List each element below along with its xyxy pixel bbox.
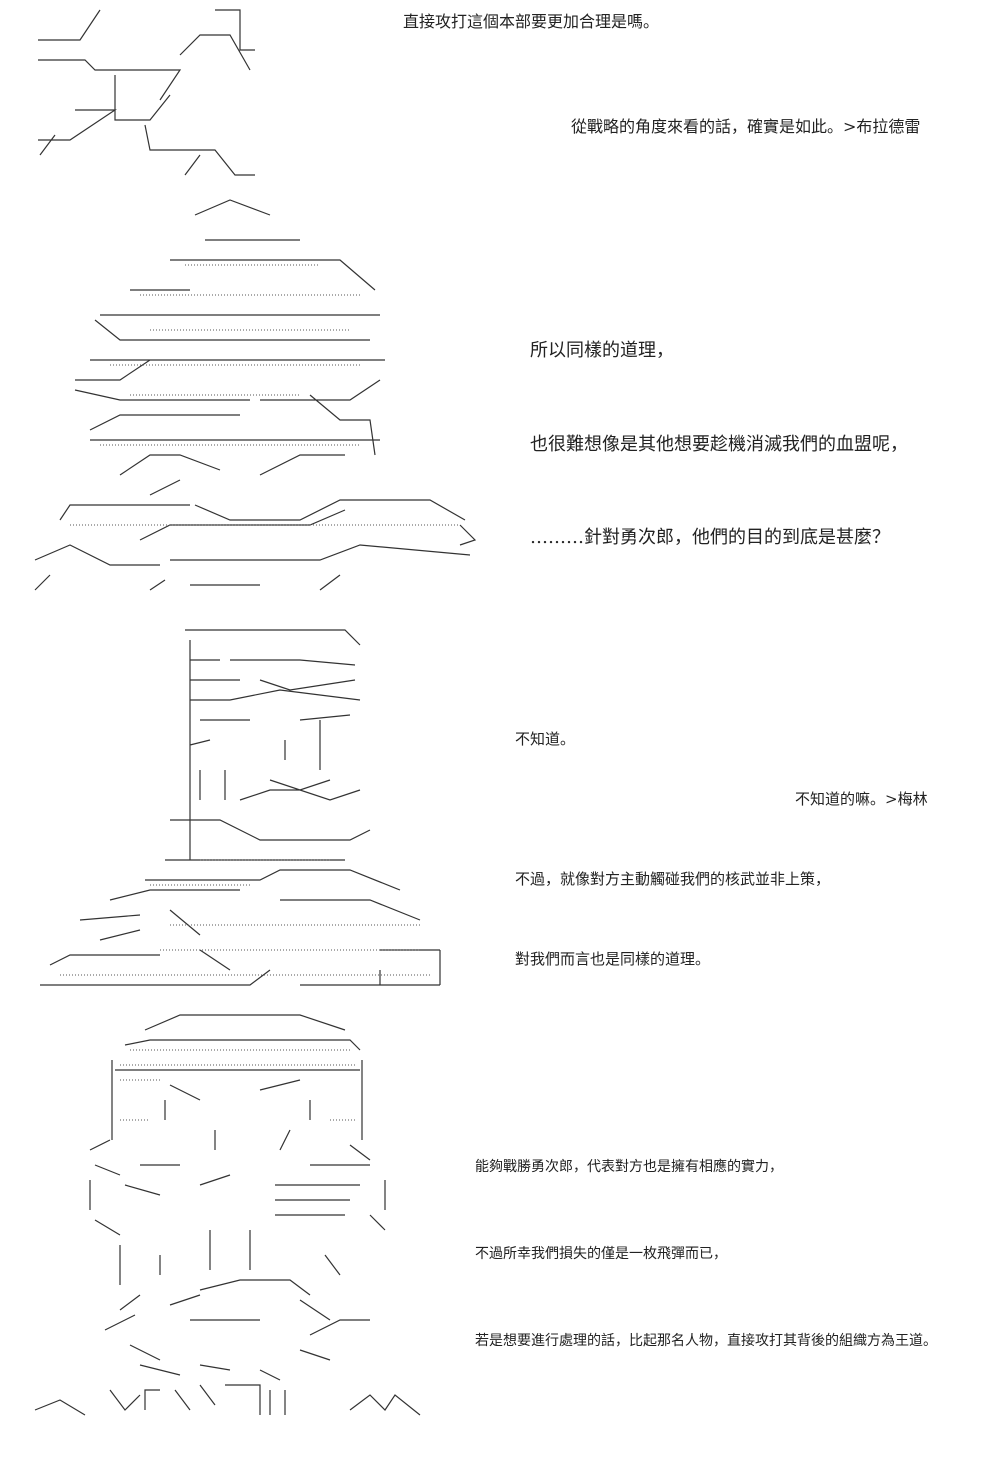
dialogue-line: 所以同樣的道理，	[530, 340, 674, 361]
dialogue-line: 對我們而言也是同樣的道理。	[515, 950, 711, 968]
dialogue-line: 不過，就像對方主動觸碰我們的核武並非上策，	[515, 870, 831, 888]
ascii-figure-4	[34, 1014, 421, 1416]
dialogue-line: ………針對勇次郎，他們的目的到底是甚麼？	[530, 527, 890, 548]
dialogue-line: 不知道。	[515, 730, 576, 748]
dialogue-line: 不過所幸我們損失的僅是一枚飛彈而已，	[475, 1246, 727, 1262]
dialogue-line: 從戰略的角度來看的話，確實是如此。>布拉德雷	[571, 117, 921, 136]
dialogue-line: 不知道的嘛。>梅林	[795, 790, 928, 808]
ascii-figure-2	[34, 199, 477, 591]
dialogue-line: 直接攻打這個本部要更加合理是嗎。	[403, 12, 660, 31]
ascii-figure-1	[38, 9, 255, 176]
ascii-figure-3	[40, 629, 441, 986]
dialogue-line: 若是想要進行處理的話，比起那名人物，直接攻打其背後的組織方為王道。	[475, 1333, 937, 1349]
dialogue-line: 也很難想像是其他想要趁機消滅我們的血盟呢，	[530, 434, 908, 455]
dialogue-line: 能夠戰勝勇次郎，代表對方也是擁有相應的實力，	[475, 1159, 783, 1175]
